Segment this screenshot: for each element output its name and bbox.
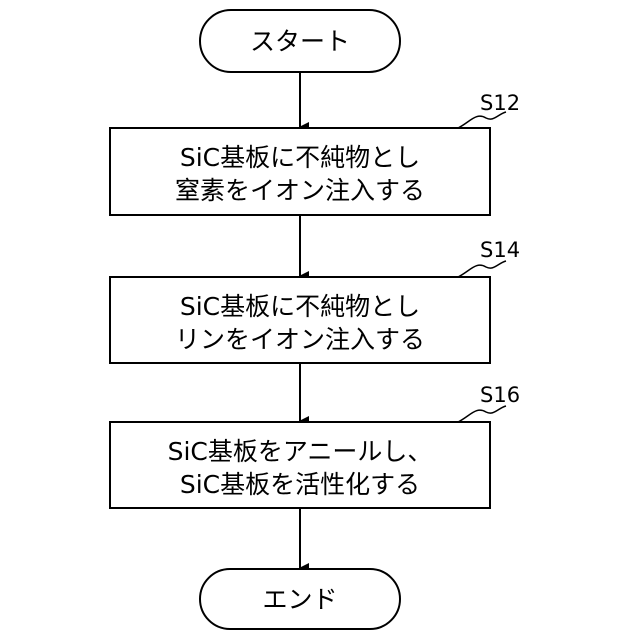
process-s12-line-2: 窒素をイオン注入する	[175, 176, 425, 205]
process-s12-line-1: SiC基板に不純物とし	[180, 143, 420, 172]
step-label-s12: S12	[480, 91, 520, 115]
start-label: スタート	[250, 27, 350, 56]
process-s14-line-1: SiC基板に不純物とし	[180, 292, 420, 321]
process-step-s12: SiC基板に不純物とし 窒素をイオン注入する S12	[110, 91, 520, 215]
process-step-s16: SiC基板をアニールし、 SiC基板を活性化する S16	[110, 383, 520, 508]
process-s16-line-2: SiC基板を活性化する	[180, 470, 420, 499]
leader-s16	[458, 406, 506, 422]
end-label: エンド	[262, 585, 337, 614]
process-s14-line-2: リンをイオン注入する	[175, 325, 425, 354]
start-terminal: スタート	[200, 10, 400, 72]
leader-s14	[458, 261, 506, 277]
process-s16-line-1: SiC基板をアニールし、	[168, 437, 433, 466]
end-terminal: エンド	[200, 569, 400, 629]
step-label-s14: S14	[480, 238, 520, 262]
step-label-s16: S16	[480, 383, 520, 407]
process-step-s14: SiC基板に不純物とし リンをイオン注入する S14	[110, 238, 520, 363]
